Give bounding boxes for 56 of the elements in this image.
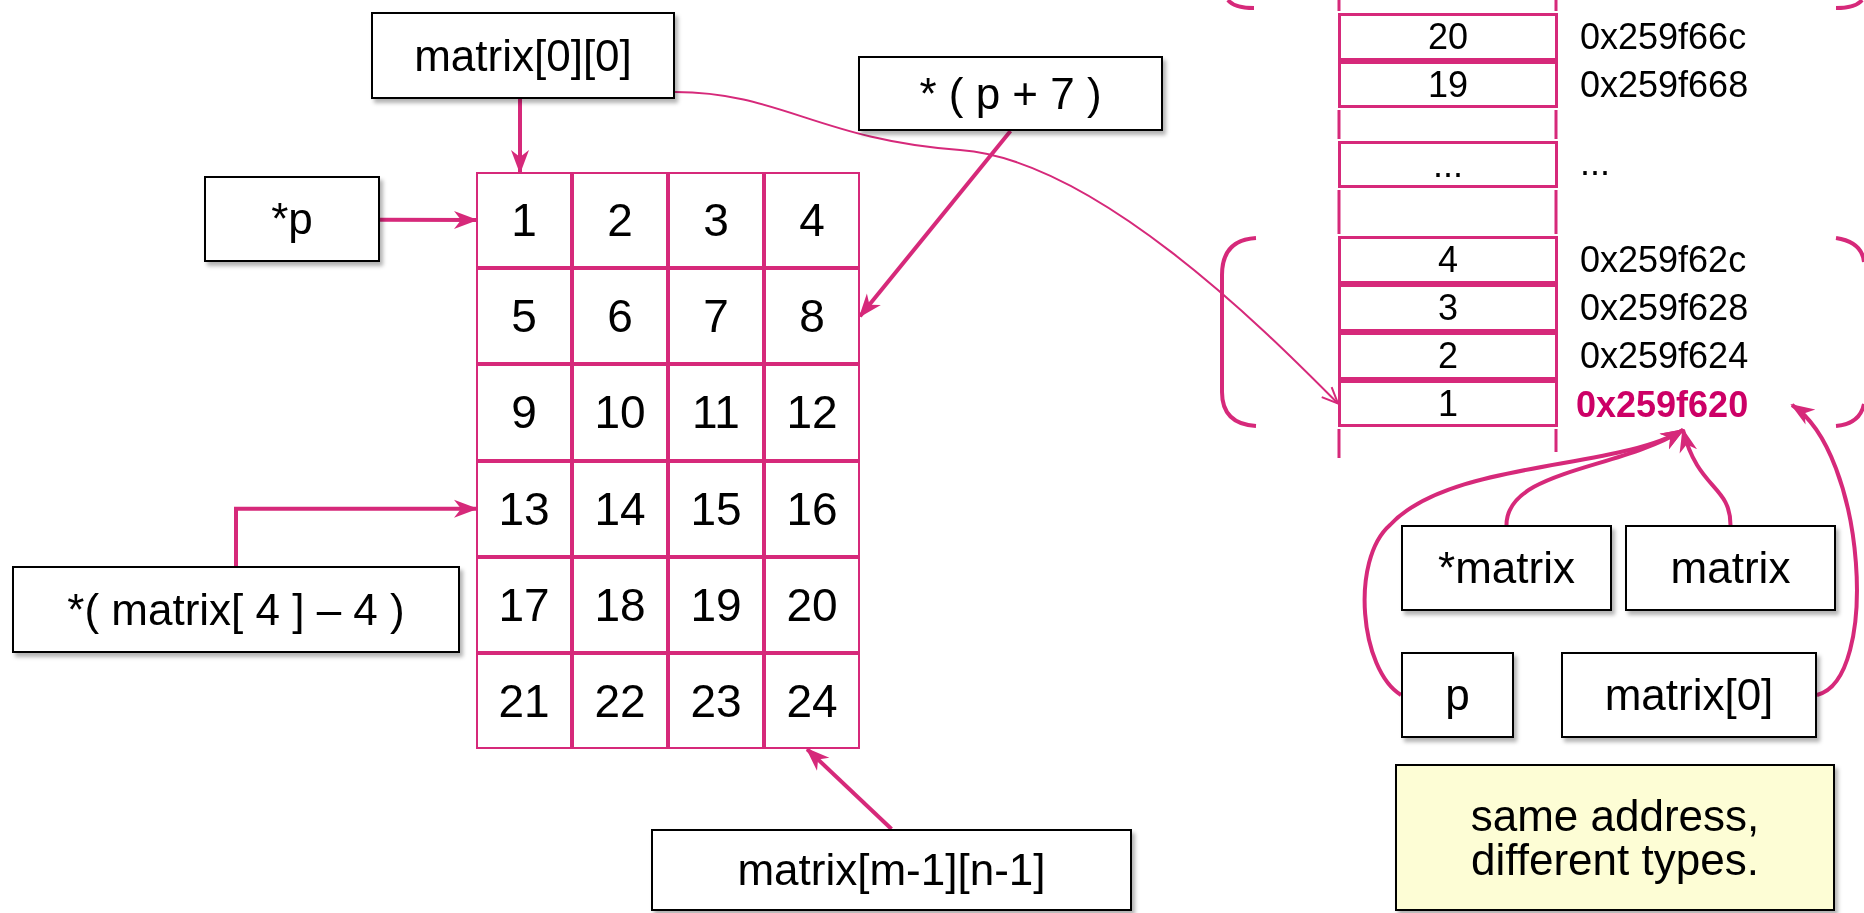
arrow xyxy=(1680,428,1733,526)
label-box: matrix xyxy=(1625,525,1836,611)
matrix-cell: 22 xyxy=(572,653,668,750)
matrix-cell: 12 xyxy=(764,364,860,461)
matrix-cell: 2 xyxy=(572,172,668,269)
address-text: ... xyxy=(1580,141,1610,185)
matrix-cell: 20 xyxy=(764,556,860,653)
arrow xyxy=(511,99,529,174)
arrow xyxy=(1790,403,1859,697)
matrix-cell: 6 xyxy=(572,268,668,365)
label-box: *( matrix[ 4 ] – 4 ) xyxy=(12,566,460,653)
memory-cell: 19 xyxy=(1338,61,1558,108)
label-box: p xyxy=(1401,652,1514,738)
arrow xyxy=(1362,428,1685,697)
address-text: 0x259f66c xyxy=(1580,15,1747,59)
matrix-cell: 13 xyxy=(476,460,572,557)
memory-cell: 20 xyxy=(1338,13,1558,61)
label-box: matrix[0][0] xyxy=(371,12,675,99)
matrix-cell: 9 xyxy=(476,364,572,461)
memory-cell: 4 xyxy=(1338,236,1558,284)
matrix-cell: 17 xyxy=(476,556,572,653)
address-text: 0x259f620 xyxy=(1576,382,1790,428)
address-text: 0x259f62c xyxy=(1580,238,1747,282)
memory-cell: ... xyxy=(1338,141,1558,188)
matrix-cell: 16 xyxy=(764,460,860,557)
matrix-cell: 14 xyxy=(572,460,668,557)
matrix-cell: 3 xyxy=(668,172,764,269)
address-text: 0x259f628 xyxy=(1580,286,1749,330)
matrix-cell: 23 xyxy=(668,653,764,750)
address-text: 0x259f668 xyxy=(1580,63,1749,107)
matrix-cell: 8 xyxy=(764,268,860,365)
label-box: matrix[m-1][n-1] xyxy=(651,829,1132,911)
label-box: matrix[0] xyxy=(1561,652,1817,738)
matrix-cell: 21 xyxy=(476,653,572,750)
address-text: 0x259f624 xyxy=(1580,334,1749,378)
memory-cell: 2 xyxy=(1338,332,1558,380)
arrow xyxy=(674,91,1339,405)
matrix-cell: 11 xyxy=(668,364,764,461)
arrow xyxy=(805,747,893,831)
arrow xyxy=(380,211,478,230)
matrix-cell: 15 xyxy=(668,460,764,557)
label-box: * ( p + 7 ) xyxy=(858,56,1163,131)
matrix-cell: 24 xyxy=(764,653,860,750)
matrix-cell: 1 xyxy=(476,172,572,269)
matrix-cell: 18 xyxy=(572,556,668,653)
matrix-cell: 5 xyxy=(476,268,572,365)
memory-cell: 1 xyxy=(1338,380,1558,427)
label-box: *p xyxy=(204,176,380,262)
note-box: same address, different types. xyxy=(1395,764,1835,911)
memory-cell: 3 xyxy=(1338,284,1558,332)
arrow xyxy=(234,499,478,566)
matrix-cell: 19 xyxy=(668,556,764,653)
matrix-cell: 7 xyxy=(668,268,764,365)
matrix-cell: 4 xyxy=(764,172,860,269)
matrix-cell: 10 xyxy=(572,364,668,461)
label-box: *matrix xyxy=(1401,525,1612,611)
